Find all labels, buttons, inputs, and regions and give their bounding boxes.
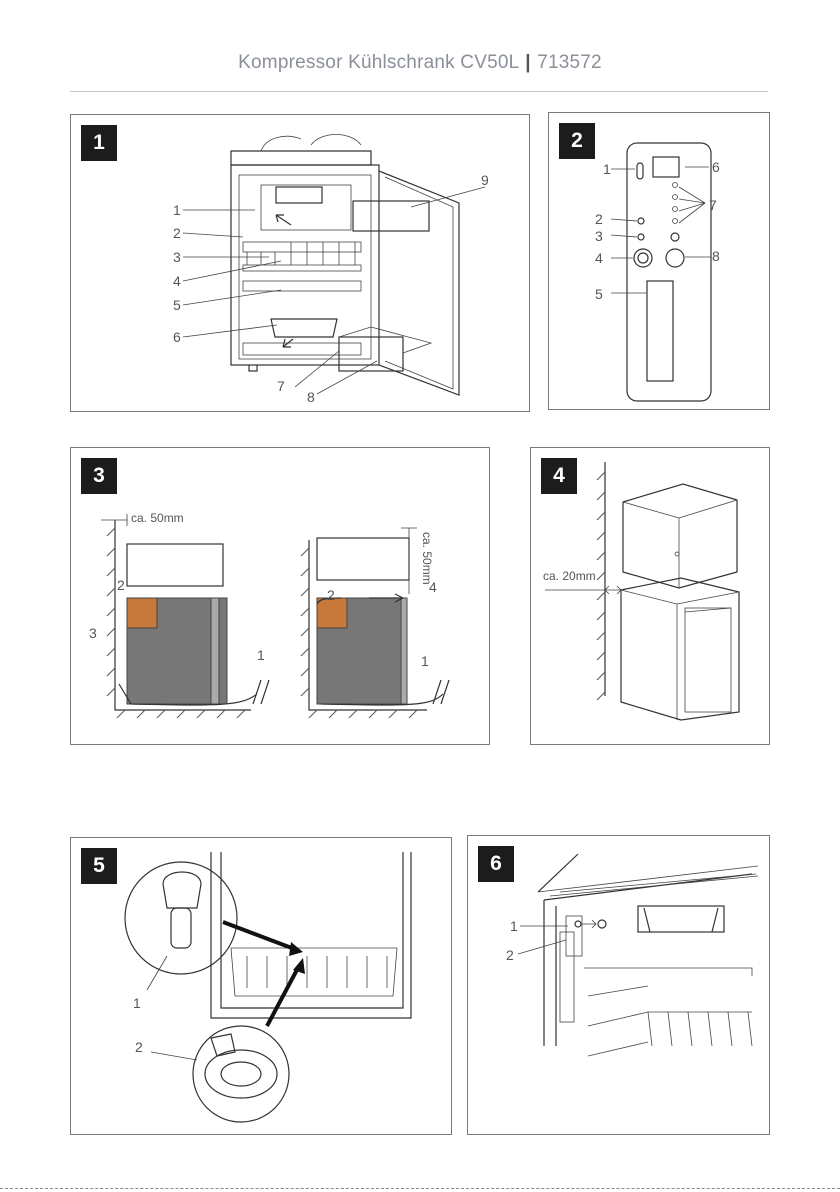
callout-2-right: 2 <box>327 587 335 603</box>
callout-2: 2 <box>173 225 181 241</box>
callout-2-left: 2 <box>117 577 125 593</box>
callout-1: 1 <box>133 995 141 1011</box>
page-bottom-edge <box>0 1188 840 1189</box>
callout-1: 1 <box>510 918 518 934</box>
callout-6: 6 <box>712 159 720 175</box>
figure-3-panel: 3 ca. 50mm ca. 50mm 1 2 3 1 2 4 <box>70 447 490 745</box>
figure-1-drawing: 1 2 3 4 5 6 7 8 9 <box>71 115 529 411</box>
figure-6-drawing: 1 2 <box>468 836 769 1134</box>
callout-1: 1 <box>603 161 611 177</box>
callout-4-right: 4 <box>429 579 437 595</box>
dimension-side-gap: ca. 50mm <box>131 511 184 525</box>
callout-7: 7 <box>709 197 717 213</box>
callout-7: 7 <box>277 378 285 394</box>
callout-2: 2 <box>506 947 514 963</box>
figure-5-callouts: 1 2 <box>133 995 143 1055</box>
callout-2: 2 <box>595 211 603 227</box>
callout-1-left: 1 <box>257 647 265 663</box>
figure-1-callouts: 1 2 3 4 5 6 7 8 9 <box>173 172 489 405</box>
figure-2-drawing: 1 2 3 4 5 6 7 8 <box>549 113 769 409</box>
product-name: Kompressor Kühlschrank CV50L <box>238 52 519 73</box>
dimension-top-gap: ca. 50mm <box>420 532 434 585</box>
figure-2-panel: 2 1 2 3 4 5 6 7 8 <box>548 112 770 410</box>
callout-3-left: 3 <box>89 625 97 641</box>
callout-4: 4 <box>173 273 181 289</box>
figure-6-panel: 6 1 2 <box>467 835 770 1135</box>
header-rule <box>70 91 768 92</box>
figure-1-panel: 1 1 2 3 4 5 6 <box>70 114 530 412</box>
callout-4: 4 <box>595 250 603 266</box>
title-separator: | <box>525 52 531 73</box>
article-number: 713572 <box>537 52 602 73</box>
callout-1-right: 1 <box>421 653 429 669</box>
callout-3: 3 <box>595 228 603 244</box>
dimension-wall-gap: ca. 20mm <box>543 569 596 583</box>
document-title: Kompressor Kühlschrank CV50L | 713572 <box>0 52 840 74</box>
figure-5-panel: 5 1 2 <box>70 837 452 1135</box>
callout-9: 9 <box>481 172 489 188</box>
figure-5-drawing: 1 2 <box>71 838 451 1134</box>
figure-4-drawing: ca. 20mm <box>531 448 769 744</box>
callout-1: 1 <box>173 202 181 218</box>
callout-5: 5 <box>173 297 181 313</box>
figure-4-panel: 4 ca. 20mm <box>530 447 770 745</box>
callout-8: 8 <box>712 248 720 264</box>
callout-8: 8 <box>307 389 315 405</box>
callout-6: 6 <box>173 329 181 345</box>
figure-3-drawing: ca. 50mm ca. 50mm 1 2 3 1 2 4 <box>71 448 489 744</box>
callout-5: 5 <box>595 286 603 302</box>
callout-2: 2 <box>135 1039 143 1055</box>
figure-6-callouts: 1 2 <box>506 918 518 963</box>
callout-3: 3 <box>173 249 181 265</box>
